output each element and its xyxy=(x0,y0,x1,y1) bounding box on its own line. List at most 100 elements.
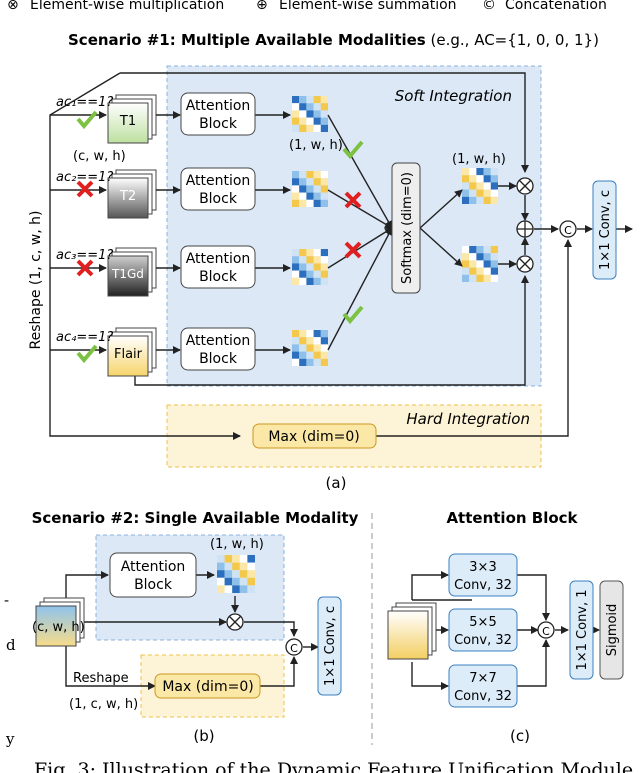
conv-box-b: 1×1 Conv, c xyxy=(317,596,342,696)
shape-cwh-a: (c, w, h) xyxy=(73,149,126,164)
attention-map xyxy=(292,249,328,285)
cross-icon xyxy=(76,259,94,277)
modality-t1gd-name: T1Gd xyxy=(111,267,144,281)
caption-c: (c) xyxy=(510,727,530,745)
legend-sum-symbol: ⊕ xyxy=(256,0,268,13)
panel-a-title-bold: Scenario #1: Multiple Available Modaliti… xyxy=(68,31,426,49)
check-icon xyxy=(76,344,98,364)
shape-1wh-b: (1, w, h) xyxy=(452,152,506,167)
soft-integration-label: Soft Integration xyxy=(395,87,512,105)
maps-to-softmax-lines xyxy=(327,114,633,437)
reshape-label: Reshape (1, c, w, h) xyxy=(28,211,44,350)
max-box-b: Max (dim=0) xyxy=(154,673,261,699)
multiply-icon xyxy=(516,255,534,273)
svg-text:Block: Block xyxy=(199,269,238,285)
ac2-label: ac₂==1? xyxy=(56,170,113,185)
conv-box-a: 1×1 Conv, c xyxy=(592,180,617,280)
ac3-label: ac₃==1? xyxy=(56,248,113,263)
conv-7x7-box: 7×7 Conv, 32 xyxy=(448,664,518,708)
modality-flair: Flair xyxy=(107,327,157,377)
sum-icon xyxy=(516,220,534,238)
panel-b-shape-cwh: (c, w, h) xyxy=(32,620,85,635)
cross-icon xyxy=(344,241,362,259)
softmax-box: Softmax (dim=0) xyxy=(391,162,421,294)
check-icon xyxy=(76,110,98,130)
panel-b-reshape: Reshape xyxy=(73,671,129,686)
svg-text:Conv, 32: Conv, 32 xyxy=(454,689,512,704)
concat-icon xyxy=(537,621,555,639)
panel-b-input-stack xyxy=(35,597,85,647)
margin-glyph: - xyxy=(4,591,9,609)
attention-map xyxy=(292,96,328,132)
concat-icon xyxy=(285,638,303,656)
concat-icon-letter: C xyxy=(542,625,550,638)
svg-text:Block: Block xyxy=(199,116,238,132)
panel-b-shape-1cwh: (1, c, w, h) xyxy=(69,697,138,712)
modality-t1: T1 xyxy=(107,94,157,144)
panel-b-shape-1wh: (1, w, h) xyxy=(210,537,264,552)
svg-text:Max (dim=0): Max (dim=0) xyxy=(268,429,359,445)
cross-icon xyxy=(76,180,94,198)
svg-text:Softmax (dim=0): Softmax (dim=0) xyxy=(400,172,415,284)
attention-maps xyxy=(292,96,498,366)
modality-t2: T2 xyxy=(107,169,157,219)
legend: ⊗ Element-wise multiplication ⊕ Element-… xyxy=(7,0,607,13)
attention-map xyxy=(462,168,498,204)
panel-b-title: Scenario #2: Single Available Modality xyxy=(32,509,359,527)
svg-text:7×7: 7×7 xyxy=(469,671,496,686)
conv-1x1-box-c: 1×1 Conv, 1 xyxy=(569,580,594,680)
modality-t2-name: T2 xyxy=(119,189,136,204)
modality-t1gd: T1Gd xyxy=(107,247,157,297)
modality-t1-name: T1 xyxy=(119,114,136,129)
caption-a: (a) xyxy=(326,474,347,492)
svg-text:Attention: Attention xyxy=(186,333,251,349)
svg-text:Attention: Attention xyxy=(121,559,186,575)
svg-text:Block: Block xyxy=(199,191,238,207)
hard-integration-label: Hard Integration xyxy=(406,410,530,428)
legend-concat-label: Concatenation xyxy=(505,0,607,13)
svg-text:Attention: Attention xyxy=(186,98,251,114)
legend-mult-label: Element-wise multiplication xyxy=(30,0,224,13)
svg-text:Attention: Attention xyxy=(186,251,251,267)
svg-text:3×3: 3×3 xyxy=(469,560,496,575)
multiply-icon xyxy=(226,613,244,631)
svg-text:1×1 Conv, 1: 1×1 Conv, 1 xyxy=(575,589,590,670)
check-icon xyxy=(342,140,364,160)
attention-block-1: Attention Block xyxy=(180,92,256,136)
stack-to-attention-lines xyxy=(156,111,291,354)
attention-block-4: Attention Block xyxy=(180,327,256,371)
svg-text:1×1 Conv, c: 1×1 Conv, c xyxy=(598,190,613,270)
panel-b-lines xyxy=(65,571,319,690)
legend-concat-symbol: © xyxy=(482,0,496,13)
check-icon xyxy=(342,305,364,325)
svg-text:Attention: Attention xyxy=(186,173,251,189)
panel-a-title: Scenario #1: Multiple Available Modaliti… xyxy=(68,31,599,49)
attention-map xyxy=(292,171,328,207)
attention-block-3: Attention Block xyxy=(180,245,256,289)
conv-5x5-box: 5×5 Conv, 32 xyxy=(448,608,518,652)
svg-text:Conv, 32: Conv, 32 xyxy=(454,633,512,648)
svg-text:5×5: 5×5 xyxy=(469,615,496,630)
multiply-icon xyxy=(516,177,534,195)
caption-b: (b) xyxy=(193,727,214,745)
legend-sum-label: Element-wise summation xyxy=(279,0,457,13)
attention-map xyxy=(217,555,255,593)
cross-icon xyxy=(344,191,362,209)
svg-text:Conv, 32: Conv, 32 xyxy=(454,578,512,593)
legend-mult-symbol: ⊗ xyxy=(7,0,19,13)
svg-text:Max (dim=0): Max (dim=0) xyxy=(162,679,253,695)
svg-text:Sigmoid: Sigmoid xyxy=(605,604,620,657)
attention-map xyxy=(292,330,328,366)
margin-glyph: d xyxy=(6,636,16,654)
concat-icon-letter: C xyxy=(290,642,298,655)
panel-b-attention-block: Attention Block xyxy=(109,552,197,598)
conv-3x3-box: 3×3 Conv, 32 xyxy=(448,553,518,597)
modality-flair-name: Flair xyxy=(114,347,143,362)
svg-text:Block: Block xyxy=(134,577,173,593)
ac-labels: ac₁==1? ac₂==1? ac₃==1? ac₄==1? xyxy=(56,95,113,345)
max-box-a: Max (dim=0) xyxy=(252,423,377,449)
figure-caption: Fig. 3: Illustration of the Dynamic Feat… xyxy=(34,759,633,773)
concat-icon-letter: C xyxy=(564,224,572,237)
panel-a-input-lines xyxy=(49,72,529,440)
